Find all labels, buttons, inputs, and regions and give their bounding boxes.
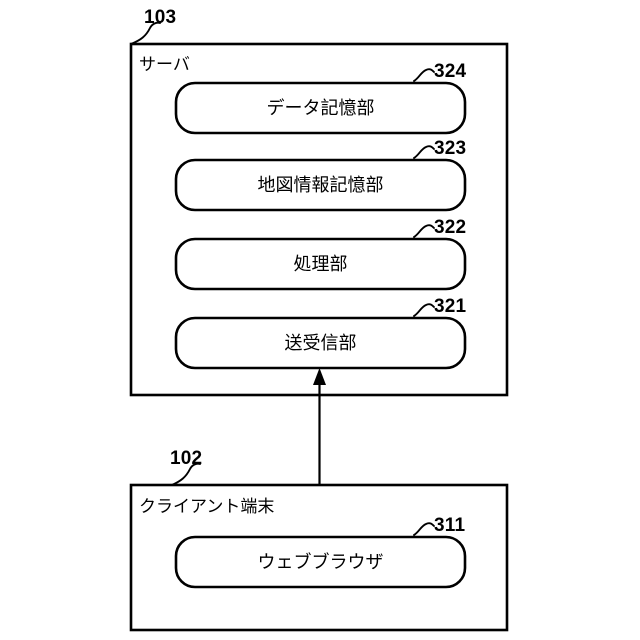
module-map-info-storage[interactable]: 地図情報記憶部 323 xyxy=(174,138,467,212)
module-data-storage-label: データ記憶部 xyxy=(267,98,375,119)
module-map-info-storage-ref-lead-line xyxy=(413,145,435,159)
module-data-storage-box[interactable] xyxy=(174,81,467,135)
module-processing-ref-number: 322 xyxy=(434,217,466,238)
module-processing-ref-lead-line xyxy=(413,224,435,238)
module-web-browser-ref-lead-line xyxy=(413,522,435,536)
module-map-info-storage-box[interactable] xyxy=(174,158,467,212)
module-transceiver[interactable]: 送受信部 321 xyxy=(174,296,467,370)
module-web-browser[interactable]: ウェブブラウザ 311 xyxy=(174,515,467,589)
module-processing-label: 処理部 xyxy=(294,254,348,275)
server-box-label: サーバ xyxy=(139,55,190,75)
module-web-browser-ref-number: 311 xyxy=(434,515,465,536)
module-transceiver-label: 送受信部 xyxy=(285,333,357,354)
module-data-storage-ref-lead-line xyxy=(413,68,435,82)
module-map-info-storage-ref-number: 323 xyxy=(434,138,466,159)
client-terminal-ref-lead-line xyxy=(171,462,201,486)
module-web-browser-box[interactable] xyxy=(174,535,467,589)
client-terminal-box-label: クライアント端末 xyxy=(139,497,274,517)
module-processing-box[interactable] xyxy=(174,237,467,291)
module-transceiver-ref-lead-line xyxy=(413,303,435,317)
module-data-storage-ref-number: 324 xyxy=(434,61,467,82)
module-transceiver-box[interactable] xyxy=(174,316,467,370)
server-ref-lead-line xyxy=(130,21,161,45)
client-terminal-ref-number: 102 xyxy=(170,448,202,469)
module-web-browser-label: ウェブブラウザ xyxy=(258,551,384,573)
module-map-info-storage-label: 地図情報記憶部 xyxy=(258,175,384,196)
module-transceiver-ref-number: 321 xyxy=(434,296,467,317)
module-data-storage[interactable]: データ記憶部 324 xyxy=(174,61,467,135)
server-ref-number: 103 xyxy=(144,7,176,28)
module-processing[interactable]: 処理部 322 xyxy=(174,217,467,291)
client-to-server-arrow-head xyxy=(313,368,326,385)
